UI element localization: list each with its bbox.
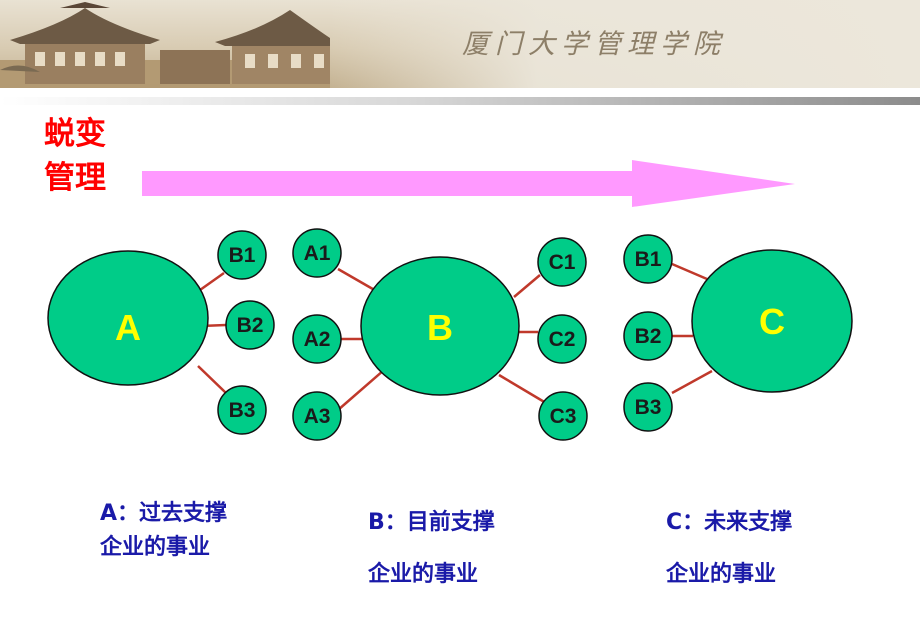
caption-c: C：未来支撑 企业的事业	[666, 497, 792, 601]
header-banner: 厦门大学管理学院	[0, 0, 920, 88]
node-a-child-3-label: B3	[229, 399, 256, 422]
node-c	[691, 249, 853, 393]
node-a	[47, 250, 209, 386]
connector-a3-b	[337, 369, 385, 411]
node-c-parent-3-label: B3	[635, 396, 662, 419]
building-image	[0, 2, 330, 88]
connector-b-c3	[498, 373, 547, 405]
caption-c-line-1: C：未来支撑	[666, 510, 793, 535]
node-c-parent-2-label: B2	[635, 325, 662, 348]
banner-fade	[330, 0, 920, 88]
node-b-parent-1-label: A1	[304, 242, 331, 265]
node-b-child-1-label: C1	[549, 251, 576, 274]
node-c-parent-3	[623, 382, 673, 432]
node-b-parent-2-label: A2	[304, 328, 331, 351]
node-b-parent-1	[292, 228, 342, 278]
node-a-label: A	[115, 307, 141, 348]
node-b-child-3-label: C3	[550, 405, 577, 428]
node-c-parent-2	[623, 311, 673, 361]
banner-title: 厦门大学管理学院	[462, 29, 726, 60]
connector-b1-c	[671, 262, 708, 281]
caption-a-line-1: A：过去支撑	[100, 501, 228, 526]
node-a-child-1-label: B1	[229, 244, 256, 267]
node-c-parent-1-label: B1	[635, 248, 662, 271]
header-rule	[0, 97, 920, 105]
node-c-parent-1	[623, 234, 673, 284]
node-b-parent-3-label: A3	[304, 405, 331, 428]
node-b	[360, 256, 520, 396]
node-b-child-3	[538, 391, 588, 441]
timeline-arrow	[142, 160, 795, 207]
caption-b: B：目前支撑 企业的事业	[368, 497, 495, 601]
connector-b3-c	[671, 369, 713, 395]
caption-b-line-2: 企业的事业	[368, 562, 479, 587]
node-a-child-2-label: B2	[237, 314, 264, 337]
connector-a-b3	[197, 365, 227, 394]
node-b-parent-2	[292, 314, 342, 364]
node-c-label: C	[759, 301, 785, 342]
node-b-child-2-label: C2	[549, 328, 576, 351]
connector-b-c1	[513, 274, 541, 298]
slide-heading: 蜕变 管理	[44, 112, 106, 200]
node-a-child-2	[225, 300, 275, 350]
caption-c-line-2: 企业的事业	[666, 562, 777, 587]
heading-line-2: 管理	[44, 160, 106, 196]
caption-a-line-2: 企业的事业	[100, 535, 211, 560]
node-b-parent-3	[292, 391, 342, 441]
node-b-label: B	[427, 307, 453, 348]
heading-line-1: 蜕变	[44, 116, 106, 152]
node-b-child-2	[537, 314, 587, 364]
node-b-child-1	[537, 237, 587, 287]
node-a-child-1	[217, 230, 267, 280]
caption-a: A：过去支撑 企业的事业	[100, 497, 227, 565]
caption-b-line-1: B：目前支撑	[368, 510, 495, 535]
connector-a-b1	[199, 271, 225, 292]
connector-a1-b	[337, 267, 379, 294]
node-a-child-3	[217, 385, 267, 435]
